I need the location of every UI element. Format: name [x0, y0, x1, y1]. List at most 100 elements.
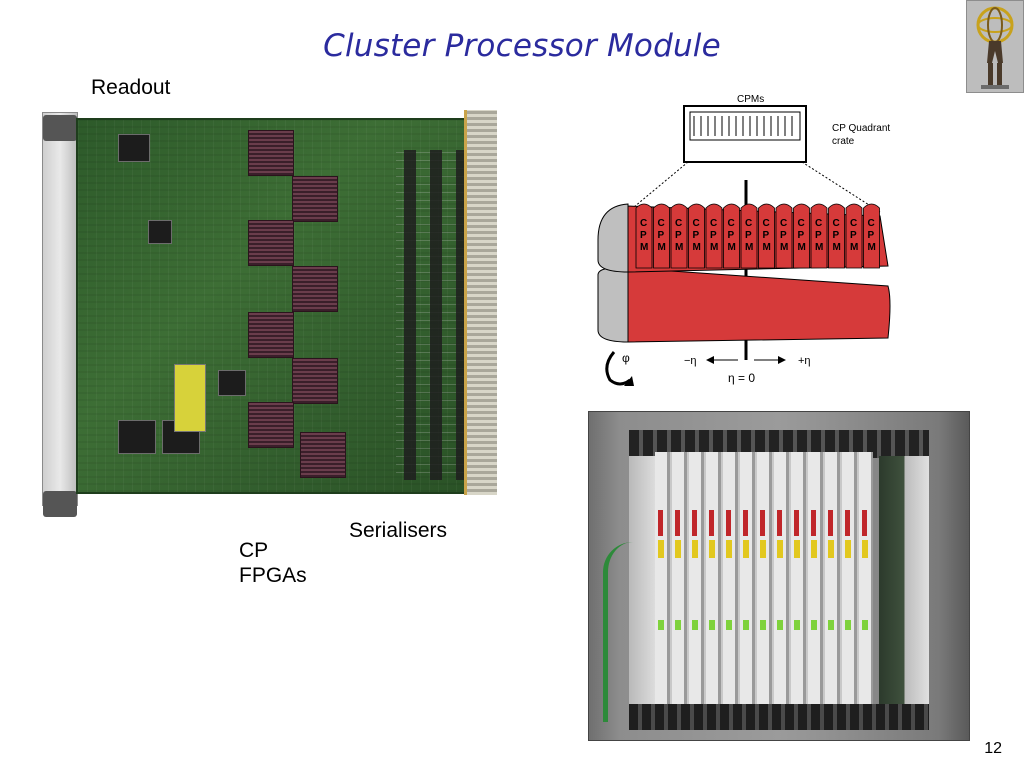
cpm-module: [705, 203, 723, 269]
cp-fpga-heatsink: [292, 266, 338, 312]
serialisers-label: Serialisers: [349, 519, 448, 542]
neg-eta-label: −η: [684, 355, 697, 367]
crate-link-line-left: [627, 161, 689, 213]
cp-fpga-heatsink: [292, 176, 338, 222]
cpm-module-letter: P: [728, 230, 735, 241]
cpm-module-letter: C: [693, 218, 700, 229]
pos-eta-arrowhead: [778, 356, 786, 364]
cpm-module: [845, 203, 863, 269]
cpm-module-letter: P: [658, 230, 665, 241]
cpm-module-letter: C: [780, 218, 787, 229]
cpm-module-letter: M: [850, 242, 858, 253]
cpm-module-letter: M: [868, 242, 876, 253]
crate-slots: [689, 111, 801, 141]
readout-chip: [118, 134, 150, 162]
cpm-module-letter: P: [798, 230, 805, 241]
cpm-module-letter: P: [815, 230, 822, 241]
quadrant-label-line1: CP Quadrant: [832, 123, 890, 134]
cpm-module-letter: C: [675, 218, 682, 229]
cpm-module-letter: C: [798, 218, 805, 229]
cpm-module-letter: P: [868, 230, 875, 241]
board-sticker: [174, 364, 206, 432]
cpm-module-letter: C: [850, 218, 857, 229]
cpm-module: [793, 203, 810, 269]
backplane-connector: [464, 110, 497, 495]
cpm-module-letter: P: [780, 230, 787, 241]
cp-fpga-heatsink: [300, 432, 346, 478]
board-chip: [118, 420, 156, 454]
cpm-module: [775, 203, 793, 269]
crate-card-slots: [655, 452, 873, 704]
crate-green-leds: [655, 620, 873, 630]
cp-fpga-heatsink: [292, 358, 338, 404]
cpm-board-photo: [40, 100, 498, 517]
cpm-module-letter: C: [640, 218, 647, 229]
cpm-module-letter: M: [710, 242, 718, 253]
cpm-module-letter: P: [745, 230, 752, 241]
cpm-module-letter: C: [833, 218, 840, 229]
cpm-module-letter: M: [798, 242, 806, 253]
cpm-module-letter: C: [710, 218, 717, 229]
crate-green-cable: [603, 542, 634, 722]
cp-fpga-heatsink: [248, 130, 294, 176]
crate-red-leds: [655, 510, 873, 536]
cpm-module-letter: M: [745, 242, 753, 253]
cpm-module-letter: M: [780, 242, 788, 253]
board-pcb: [76, 118, 496, 494]
cp-fpga-heatsink: [248, 402, 294, 448]
cp-fpga-heatsink: [248, 220, 294, 266]
board-front-panel: [42, 112, 78, 517]
pos-eta-label: +η: [798, 355, 811, 367]
cpm-module-letter: P: [850, 230, 857, 241]
readout-label: Readout: [91, 76, 171, 99]
cpm-module: [863, 203, 880, 269]
cpm-module: [828, 203, 845, 269]
cpm-module-letter: M: [693, 242, 701, 253]
cp-crate-photo: [588, 411, 970, 741]
cpm-module-letter: C: [745, 218, 752, 229]
cp-fpgas-label: CP FPGAs: [239, 538, 307, 588]
cpm-module-letter: C: [728, 218, 735, 229]
cpm-module-letter: P: [763, 230, 770, 241]
cpm-module-letter: M: [728, 242, 736, 253]
cpm-module-letter: P: [675, 230, 682, 241]
cpm-module: [758, 203, 775, 269]
cpm-module-letter: C: [658, 218, 665, 229]
neg-eta-arrowhead: [706, 356, 714, 364]
crate-link-line-right: [801, 161, 881, 213]
cpm-module-letter: M: [640, 242, 648, 253]
cpm-module: [810, 203, 828, 269]
board-chip: [148, 220, 172, 244]
cpm-module-letter: C: [868, 218, 875, 229]
lower-barrel: [607, 267, 891, 343]
cpm-module-letter: P: [833, 230, 840, 241]
crate-right-module: [879, 456, 929, 704]
phi-rotation-arrow: [605, 351, 631, 386]
page-number: 12: [984, 740, 1002, 757]
cpm-module: [653, 203, 670, 269]
cpm-module-letter: M: [833, 242, 841, 253]
cpm-module-letter: M: [675, 242, 683, 253]
eta-zero-label: η = 0: [728, 371, 755, 385]
cpm-module-letter: C: [815, 218, 822, 229]
phi-label: φ: [622, 351, 630, 365]
cpm-module-letter: P: [693, 230, 700, 241]
cpm-module-letter: M: [658, 242, 666, 253]
cpm-module-letter: P: [710, 230, 717, 241]
board-handle-top: [43, 115, 77, 141]
crate-outline: [683, 105, 807, 163]
cpm-module: [670, 203, 688, 269]
cpm-module-letter: M: [763, 242, 771, 253]
quadrant-label-line2: crate: [832, 136, 855, 147]
board-handle-bottom: [43, 491, 77, 517]
cpms-label: CPMs: [737, 94, 764, 105]
cpm-modules: CPMCPMCPMCPMCPMCPMCPMCPMCPMCPMCPMCPMCPMC…: [635, 203, 880, 269]
upper-barrel-end: [597, 203, 629, 273]
slide-title: Cluster Processor Module: [323, 28, 721, 64]
cpm-module-letter: M: [815, 242, 823, 253]
atlas-logo: [966, 0, 1024, 93]
cp-fpga-heatsink: [248, 312, 294, 358]
cpm-module: [635, 203, 653, 269]
crate-bottom-rail: [629, 704, 929, 730]
